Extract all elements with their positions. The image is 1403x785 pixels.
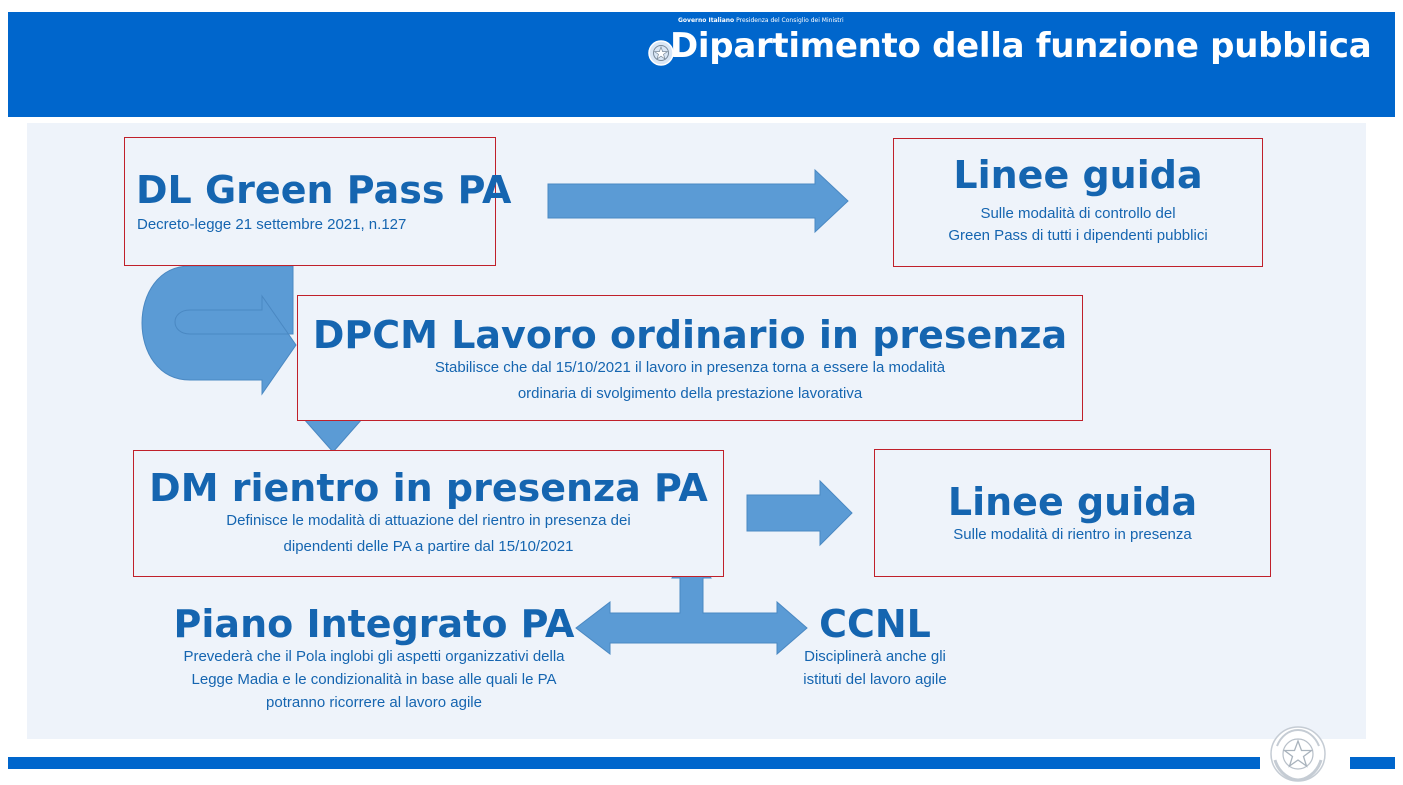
node-title: DL Green Pass PA	[136, 168, 512, 212]
emblem-watermark-icon	[1270, 726, 1326, 782]
node-linee-guida-rientro: Linee guida Sulle modalità di rientro in…	[874, 449, 1271, 577]
header-title: Dipartimento della funzione pubblica	[670, 26, 1372, 66]
node-line-1: Disciplinerà anche gli	[804, 648, 946, 665]
node-line-2: istituti del lavoro agile	[803, 671, 947, 688]
node-line-2: Legge Madia e le condizionalità in base …	[191, 671, 557, 688]
node-title: Linee guida	[953, 153, 1203, 197]
node-piano-integrato: Piano Integrato PA Prevederà che il Pola…	[118, 602, 630, 714]
node-line-1: Prevederà che il Pola inglobi gli aspett…	[183, 648, 565, 665]
node-subtitle: Decreto-legge 21 settembre 2021, n.127	[137, 216, 407, 233]
node-title: DPCM Lavoro ordinario in presenza	[312, 313, 1068, 357]
header-banner	[8, 12, 1395, 117]
arrow-dl-to-dpcm	[141, 265, 297, 396]
arrow-dl-to-linee-guida	[547, 168, 849, 234]
node-title: Linee guida	[947, 480, 1198, 524]
header-small-bold: Governo Italiano	[678, 17, 735, 24]
node-line-1: Stabilisce che dal 15/10/2021 il lavoro …	[434, 359, 946, 376]
node-line-1: Sulle modalità di controllo del	[980, 205, 1176, 222]
emblem-icon	[648, 40, 674, 66]
node-line-2: ordinaria di svolgimento della prestazio…	[517, 385, 863, 402]
arrow-tri-directional	[575, 546, 808, 656]
node-dpcm: DPCM Lavoro ordinario in presenza Stabil…	[297, 295, 1083, 421]
node-line-2: dipendenti delle PA a partire dal 15/10/…	[283, 538, 574, 555]
header-government-line: Governo Italiano Presidenza del Consigli…	[678, 17, 844, 24]
node-dm-rientro: DM rientro in presenza PA Definisce le m…	[133, 450, 724, 577]
node-title: DM rientro in presenza PA	[149, 466, 708, 510]
arrow-dm-to-linee-guida	[746, 479, 853, 547]
node-title: Piano Integrato PA	[173, 602, 575, 646]
node-title: CCNL	[819, 602, 931, 646]
footer-bar-left	[8, 757, 1260, 769]
node-subtitle: Sulle modalità di rientro in presenza	[953, 526, 1192, 543]
node-linee-guida-controllo: Linee guida Sulle modalità di controllo …	[893, 138, 1263, 267]
node-line-3: potranno ricorrere al lavoro agile	[266, 694, 482, 711]
node-ccnl: CCNL Disciplinerà anche gli istituti del…	[760, 602, 990, 691]
header-small-text: Presidenza del Consiglio dei Ministri	[736, 17, 844, 24]
footer-bar-right	[1350, 757, 1395, 769]
node-line-2: Green Pass di tutti i dipendenti pubblic…	[948, 227, 1208, 244]
node-line-1: Definisce le modalità di attuazione del …	[226, 512, 631, 529]
node-dl-green-pass: DL Green Pass PA Decreto-legge 21 settem…	[124, 137, 512, 266]
